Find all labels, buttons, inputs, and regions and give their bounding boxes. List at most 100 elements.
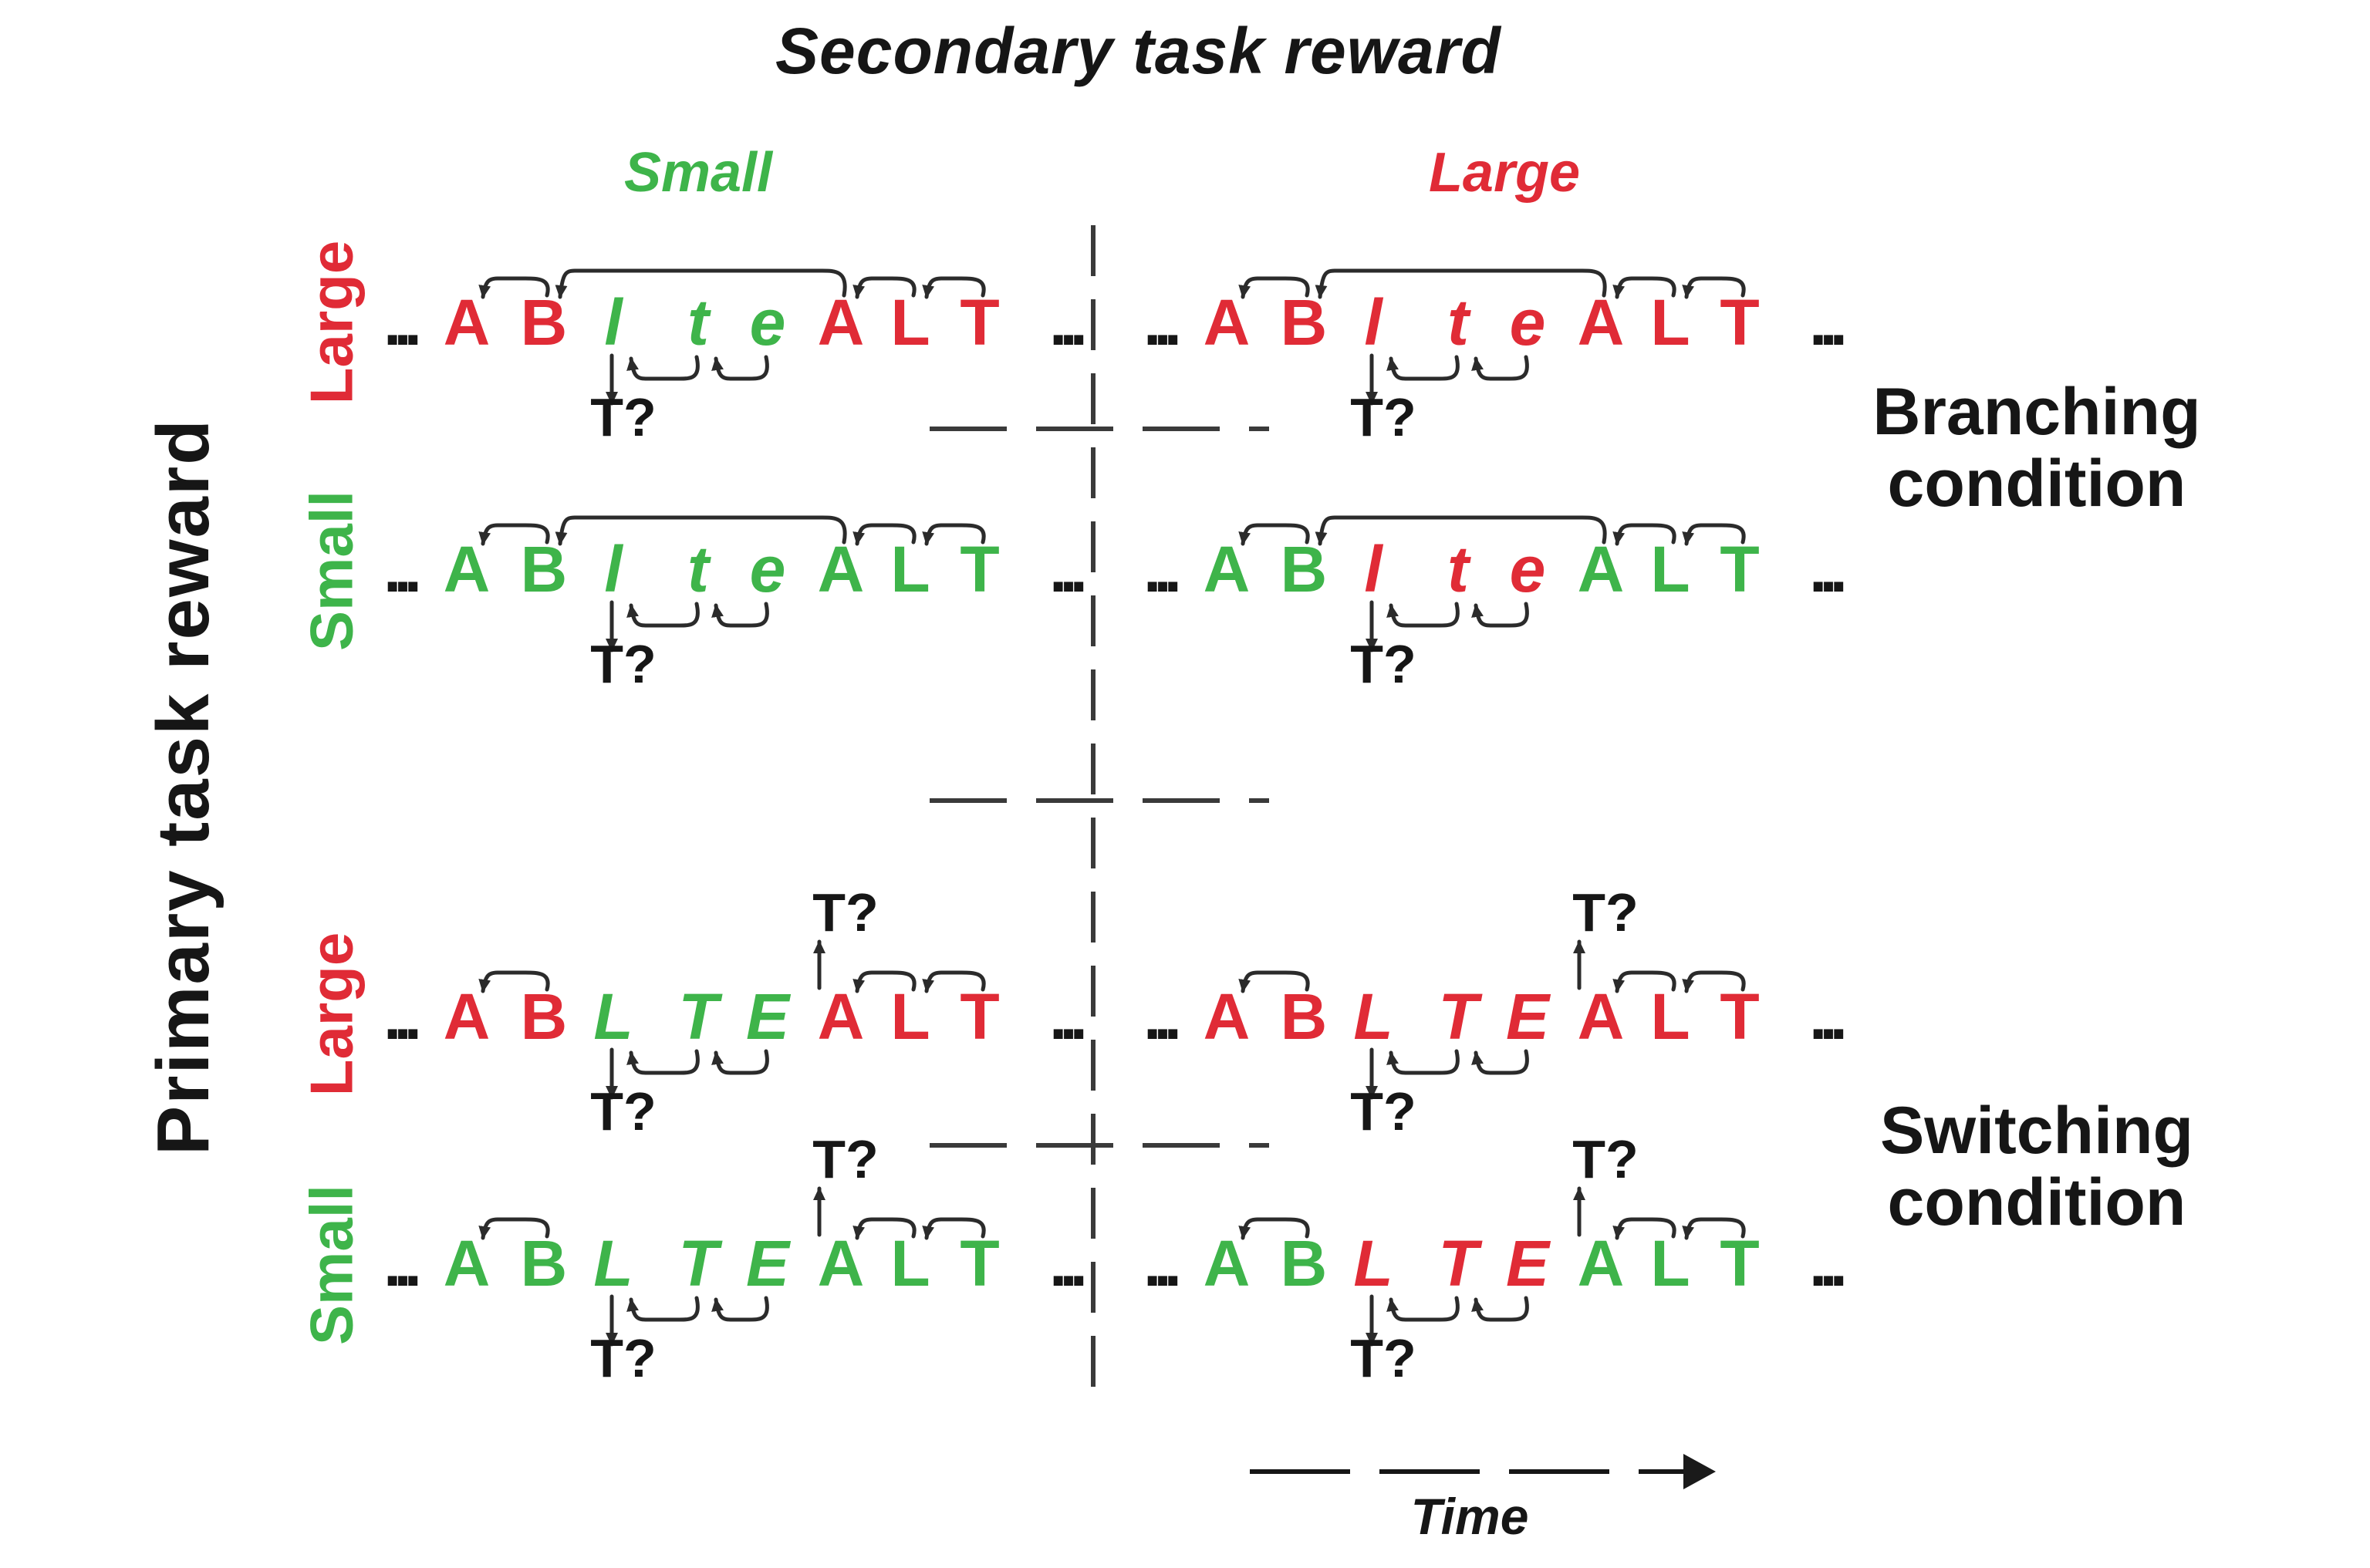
transition-arrow	[478, 1217, 550, 1240]
transition-arrow	[1386, 1296, 1460, 1322]
condition-label-branching: Branching condition	[1836, 376, 2237, 520]
horizontal-divider-branching-switching	[930, 798, 1269, 803]
transition-arrow	[555, 268, 847, 299]
sequence-letter: l	[1364, 286, 1383, 359]
t-query: T?	[1572, 1129, 1639, 1189]
ellipsis: ...	[1143, 1227, 1178, 1300]
transition-arrow	[711, 602, 769, 628]
sequence-letter: B	[521, 1227, 568, 1300]
sequence-letter: T	[1720, 286, 1759, 359]
sequence-letter: e	[1510, 286, 1546, 359]
condition-label-switching-line1: Switching	[1879, 1094, 2194, 1168]
transition-arrow	[1682, 523, 1746, 546]
sequence-letter: l	[604, 286, 623, 359]
transition-arrow	[555, 515, 847, 546]
transition-arrow	[626, 1049, 700, 1075]
transition-arrow	[1238, 276, 1310, 299]
secondary-axis-title: Secondary task reward	[775, 15, 1501, 87]
sequence-letter: B	[1281, 1227, 1328, 1300]
transition-arrow	[1682, 1217, 1746, 1240]
ellipsis: ...	[1809, 533, 1844, 605]
transition-arrow	[711, 1296, 769, 1322]
row-header-branching-small: Small	[297, 490, 366, 652]
transition-arrow	[922, 1217, 986, 1240]
sequence-letter: L	[890, 286, 930, 359]
sequence-letter: t	[1447, 286, 1471, 359]
sequence-letter: T	[678, 980, 723, 1053]
column-header-large: Large	[1428, 142, 1581, 204]
transition-arrow	[1612, 523, 1676, 546]
transition-arrow	[478, 970, 550, 993]
transition-arrow	[1471, 1296, 1529, 1322]
sequence-letter: L	[593, 980, 633, 1053]
t-query: T?	[812, 882, 879, 942]
sequence-letter: e	[750, 286, 786, 359]
time-arrow-line	[1250, 1469, 1683, 1474]
transition-arrow	[1612, 276, 1676, 299]
ellipsis: ...	[383, 533, 418, 605]
transition-arrow	[852, 276, 917, 299]
transition-arrow	[711, 1049, 769, 1075]
sequence-letter: B	[521, 980, 568, 1053]
sequence-letter: L	[890, 533, 930, 605]
t-query: T?	[590, 634, 657, 694]
condition-label-branching-line1: Branching	[1872, 375, 2201, 449]
t-query: T?	[1350, 1081, 1416, 1141]
sequence-letter: l	[1364, 533, 1383, 605]
transition-arrow	[1612, 970, 1676, 993]
sequence-letter: E	[1506, 980, 1551, 1053]
sequence-letter: B	[1281, 980, 1328, 1053]
transition-arrow	[852, 1217, 917, 1240]
t-query: T?	[1350, 387, 1416, 447]
transition-arrow	[711, 355, 769, 381]
sequence-letter: L	[1650, 980, 1690, 1053]
transition-arrow	[1238, 970, 1310, 993]
ellipsis: ...	[383, 286, 418, 359]
ellipsis: ...	[1143, 980, 1178, 1053]
sequence-letter: T	[960, 286, 999, 359]
primary-axis-title: Primary task reward	[142, 418, 225, 1155]
sequence-letter: L	[1650, 286, 1690, 359]
sequence-letter: T	[1720, 980, 1759, 1053]
transition-arrow	[922, 276, 986, 299]
transition-arrow	[852, 523, 917, 546]
transition-arrow	[1471, 1049, 1529, 1075]
transition-arrow	[922, 523, 986, 546]
sequence-letter: l	[604, 533, 623, 605]
transition-arrow	[1682, 276, 1746, 299]
time-arrowhead-icon	[1683, 1454, 1716, 1489]
ellipsis: ...	[383, 980, 418, 1053]
sequence-letter: T	[960, 1227, 999, 1300]
t-query: T?	[1350, 634, 1416, 694]
sequence-letter: L	[1353, 1227, 1393, 1300]
transition-arrow	[1612, 1217, 1676, 1240]
ellipsis: ...	[383, 1227, 418, 1300]
transition-arrow	[922, 970, 986, 993]
t-query: T?	[590, 387, 657, 447]
ellipsis: ...	[1809, 286, 1844, 359]
sequence-letter: E	[1506, 1227, 1551, 1300]
sequence-letter: T	[960, 980, 999, 1053]
t-query: T?	[590, 1328, 657, 1388]
transition-arrow	[1471, 355, 1529, 381]
sequence-letter: L	[890, 1227, 930, 1300]
sequence-letter: t	[687, 286, 711, 359]
transition-arrow	[626, 355, 700, 381]
t-query: T?	[812, 1129, 879, 1189]
transition-arrow	[1386, 355, 1460, 381]
sequence-letter: T	[1720, 533, 1759, 605]
sequence-letter: L	[593, 1227, 633, 1300]
transition-arrow	[1315, 515, 1607, 546]
transition-arrow	[1682, 970, 1746, 993]
